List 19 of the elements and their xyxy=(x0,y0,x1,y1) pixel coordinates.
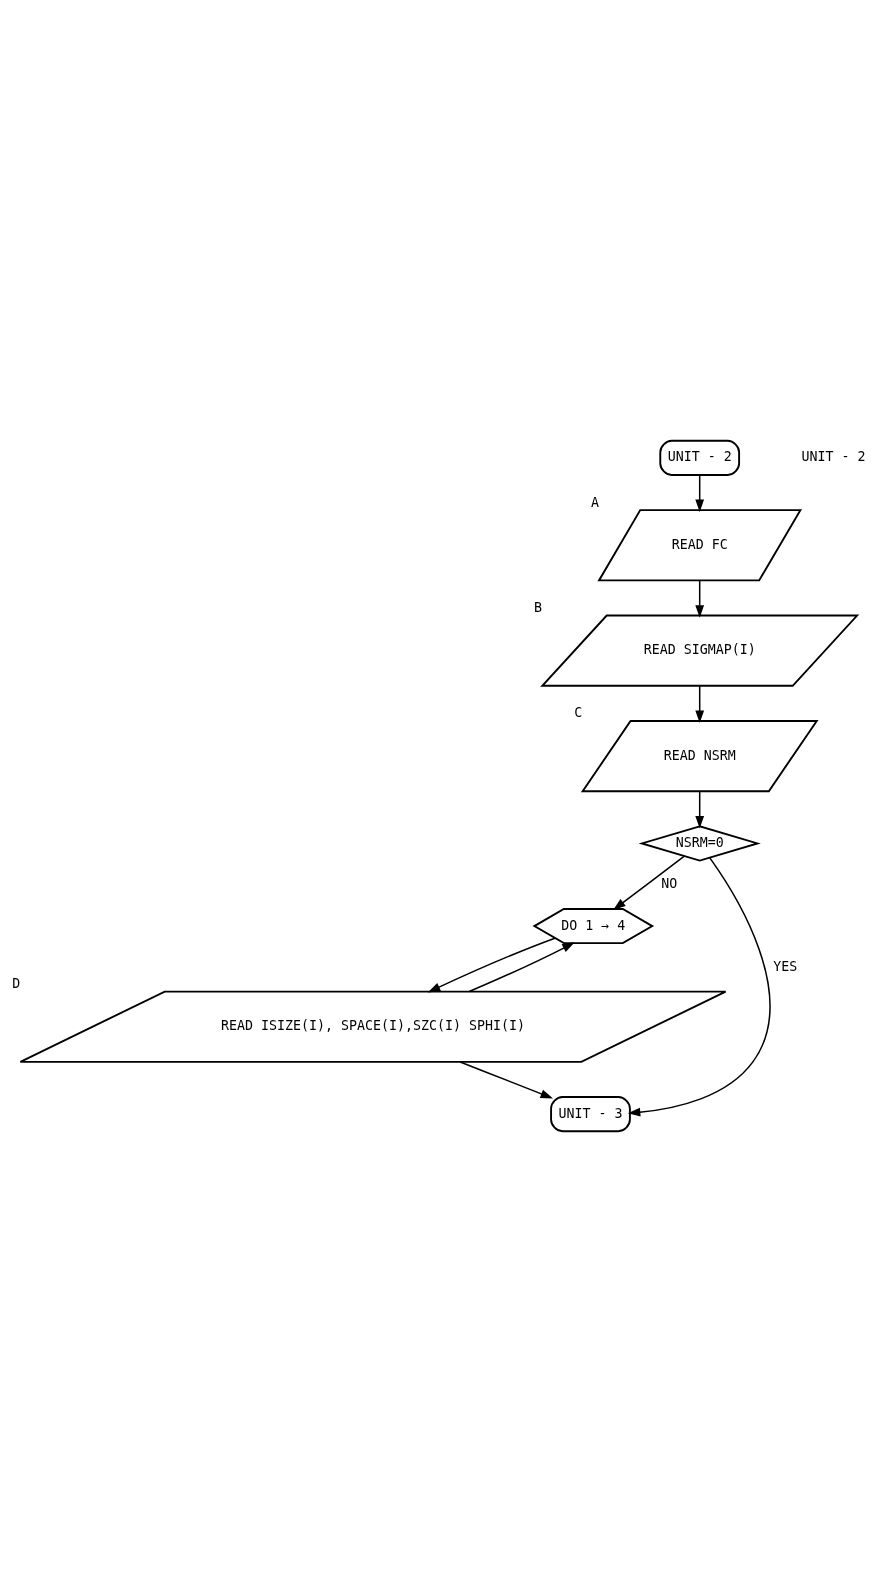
edge-label: NO xyxy=(661,875,678,891)
arrow xyxy=(427,936,556,992)
node-label: D xyxy=(12,975,21,991)
arrow xyxy=(459,1060,554,1098)
arrow xyxy=(695,579,705,618)
arrow xyxy=(468,941,575,992)
arrow xyxy=(695,790,705,829)
arrow xyxy=(695,474,705,512)
node-box: UNIT - 3 xyxy=(550,1095,631,1132)
node-label: A xyxy=(591,494,599,510)
node-label: C xyxy=(574,704,583,720)
edge-label: YES xyxy=(773,958,798,974)
node-label: B xyxy=(533,599,542,615)
arrow xyxy=(613,855,685,910)
node-diamond: NSRM=0 xyxy=(638,824,761,862)
arrow xyxy=(695,684,705,723)
arrow xyxy=(627,856,771,1117)
label: UNIT - 2 xyxy=(801,448,866,464)
node-box: UNIT - 2 xyxy=(659,439,741,476)
